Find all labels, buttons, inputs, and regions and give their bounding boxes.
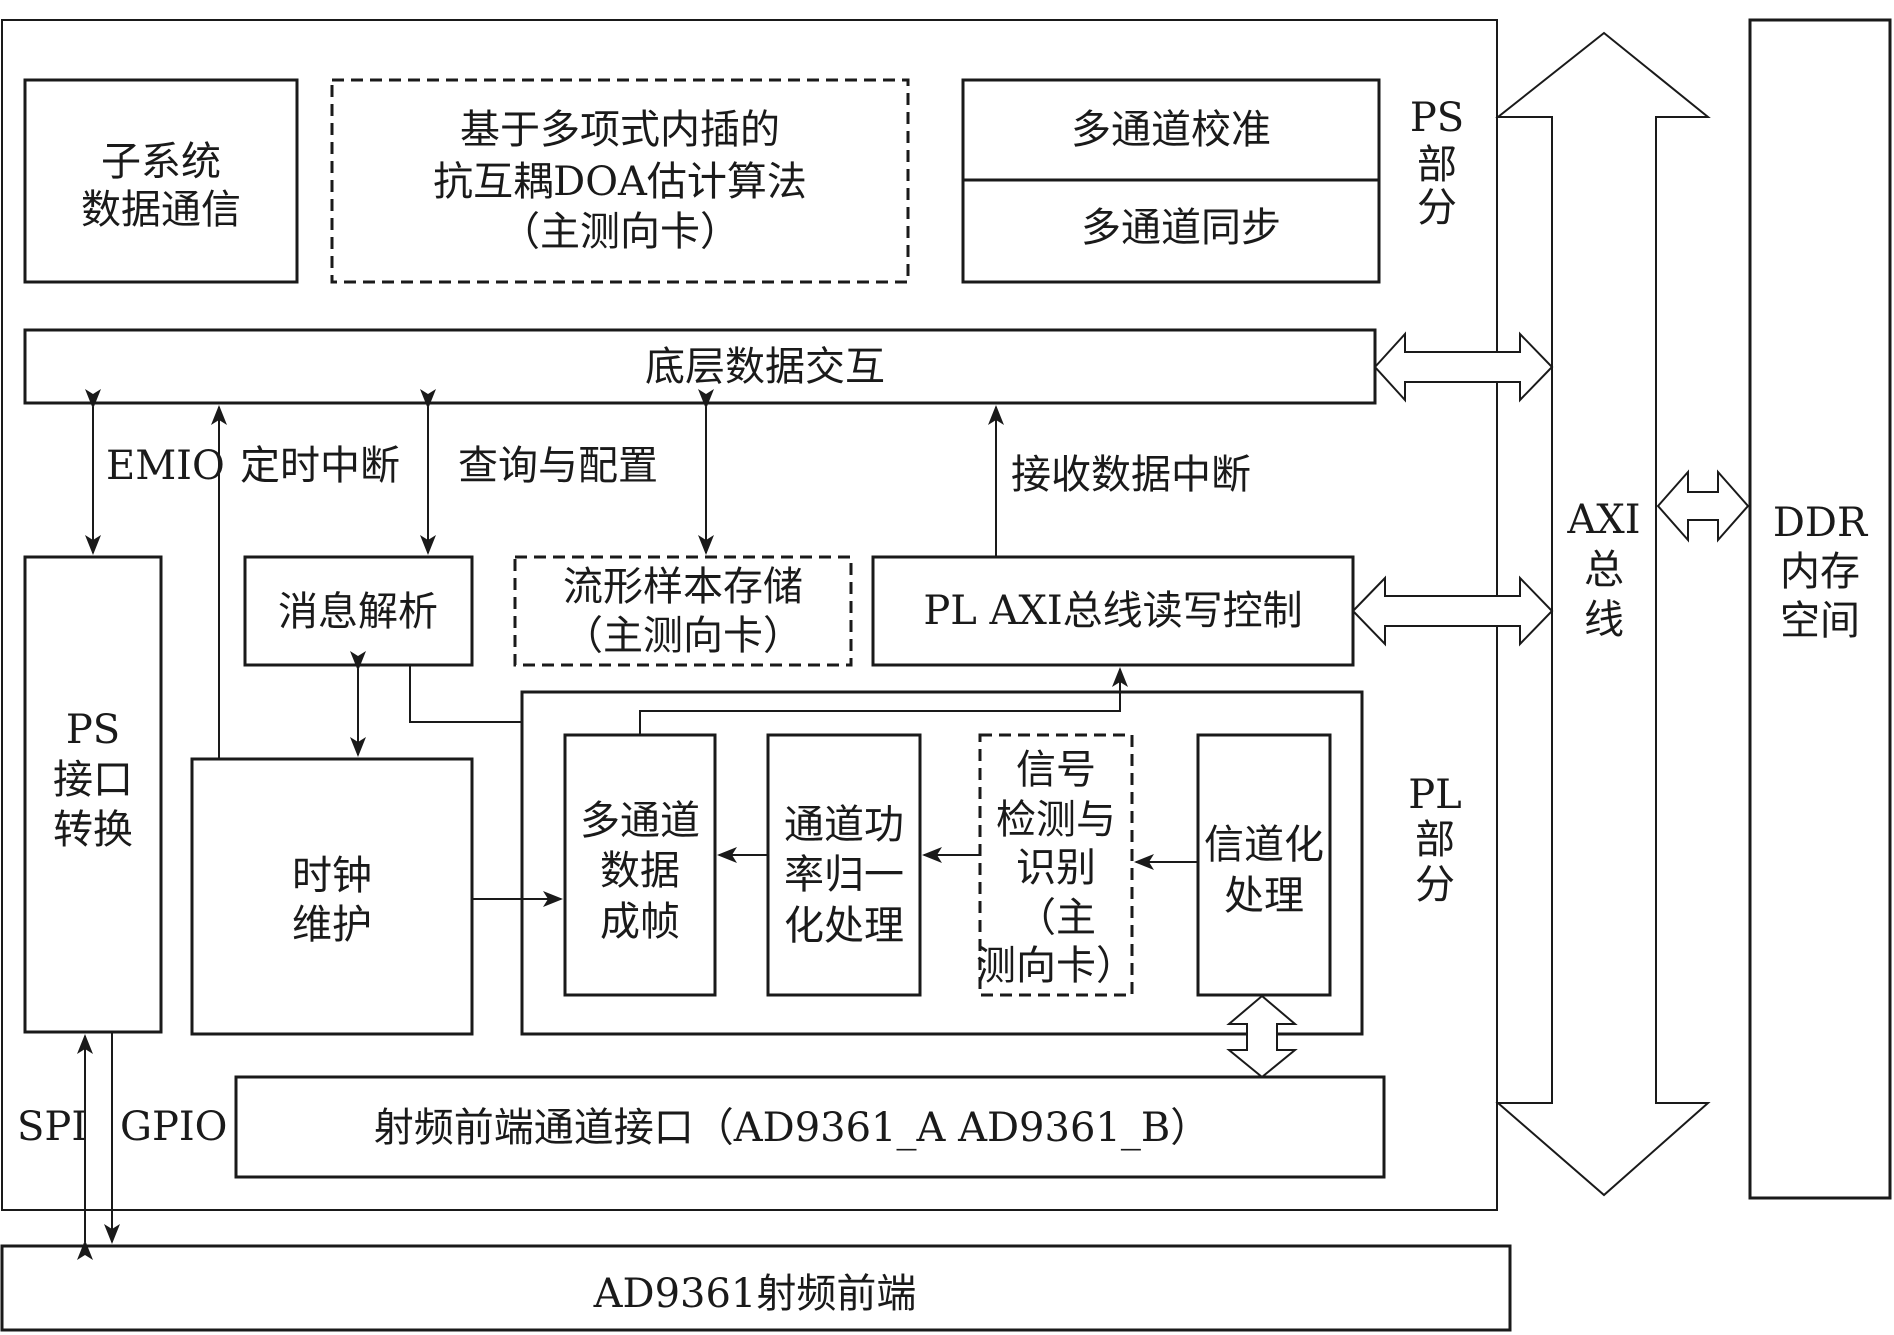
svg-text:部: 部 [1415, 817, 1455, 863]
gpio-label: GPIO [120, 1104, 227, 1150]
bus-to-ddr-arrow [1656, 469, 1750, 543]
bus-to-interaction-arrow [1373, 331, 1554, 403]
svg-text:接口: 接口 [53, 757, 133, 803]
receive-interrupt-label: 接收数据中断 [1011, 452, 1251, 498]
calibration-sync-box: 多通道校准 多通道同步 [961, 78, 1381, 284]
message-parse-box: 消息解析 [243, 555, 474, 667]
svg-text:PL: PL [1408, 772, 1461, 818]
subsystem-comm-box: 子系统 数据通信 [23, 78, 299, 284]
channelize-box: 信道化 处理 [1196, 733, 1332, 997]
ddr-memory-box: DDR 内存 空间 [1748, 18, 1892, 1200]
svg-text:AD9361射频前端: AD9361射频前端 [593, 1271, 917, 1317]
spi-label: SPI [17, 1104, 87, 1150]
multichannel-calibration: 多通道校准 [1071, 107, 1271, 153]
ps-section-label: PS 部 分 [1410, 95, 1464, 231]
signal-detect-box: 信号 检测与 识别 （主 测向卡） [976, 733, 1136, 997]
svg-text:PL AXI总线读写控制: PL AXI总线读写控制 [923, 588, 1302, 634]
bottom-data-interaction-bar: 底层数据交互 [23, 328, 1377, 405]
frame-assembly-box: 多通道 数据 成帧 [563, 733, 717, 997]
svg-text:（主: （主 [1016, 895, 1096, 941]
ps-interface-box: PS 接口 转换 [23, 555, 163, 1034]
svg-text:射频前端通道接口（AD9361_A AD9361_B）: 射频前端通道接口（AD9361_A AD9361_B） [374, 1105, 1211, 1151]
svg-text:流形样本存储: 流形样本存储 [563, 564, 803, 610]
axi-bus-label: AXI 总 线 [1566, 497, 1640, 643]
svg-text:总: 总 [1584, 547, 1624, 593]
doa-algorithm-line-2: 抗互耦DOA估计算法 [433, 159, 807, 205]
multichannel-sync: 多通道同步 [1081, 205, 1281, 251]
rf-interface-box: 射频前端通道接口（AD9361_A AD9361_B） [234, 1075, 1386, 1179]
parse-to-container-line [409, 665, 522, 723]
svg-text:数据: 数据 [600, 848, 680, 894]
svg-text:识别: 识别 [1016, 845, 1096, 891]
svg-text:分: 分 [1415, 862, 1455, 908]
channelize-to-rf-arrow [1226, 994, 1298, 1079]
svg-text:时钟: 时钟 [292, 853, 372, 899]
doa-algorithm-line-1: 基于多项式内插的 [460, 107, 780, 153]
svg-text:DDR: DDR [1773, 500, 1869, 546]
svg-text:成帧: 成帧 [600, 899, 680, 945]
bus-to-axi-control-arrow [1351, 575, 1554, 647]
ad9361-frontend-box: AD9361射频前端 [0, 1244, 1512, 1332]
frame-to-axi-control-arrow [639, 667, 1128, 735]
svg-text:PS: PS [1410, 95, 1464, 141]
svg-text:维护: 维护 [292, 902, 372, 948]
svg-text:化处理: 化处理 [784, 903, 904, 949]
svg-text:（主测向卡）: （主测向卡） [563, 613, 803, 659]
doa-algorithm-box: 基于多项式内插的 抗互耦DOA估计算法 （主测向卡） [330, 78, 910, 284]
svg-text:底层数据交互: 底层数据交互 [645, 344, 885, 390]
svg-text:PS: PS [66, 707, 120, 753]
svg-text:线: 线 [1584, 597, 1624, 643]
svg-text:信道化: 信道化 [1204, 822, 1324, 868]
svg-text:AXI: AXI [1566, 497, 1640, 543]
subsystem-comm-line-1: 子系统 [101, 139, 221, 185]
clock-maintain-box: 时钟 维护 [190, 757, 474, 1036]
svg-text:测向卡）: 测向卡） [976, 943, 1136, 989]
query-config-label: 查询与配置 [458, 443, 658, 489]
svg-text:空间: 空间 [1780, 598, 1860, 644]
doa-algorithm-line-3: （主测向卡） [500, 209, 740, 255]
subsystem-comm-line-2: 数据通信 [81, 187, 241, 233]
svg-text:分: 分 [1417, 185, 1457, 231]
svg-text:内存: 内存 [1780, 549, 1860, 595]
pl-section-label: PL 部 分 [1408, 772, 1461, 908]
manifold-storage-box: 流形样本存储 （主测向卡） [513, 555, 853, 667]
svg-text:信号: 信号 [1016, 747, 1096, 793]
axi-bus-arrow [1495, 31, 1711, 1197]
svg-text:部: 部 [1417, 142, 1457, 188]
svg-text:检测与: 检测与 [996, 797, 1116, 843]
svg-text:通道功: 通道功 [784, 802, 904, 848]
power-normalize-box: 通道功 率归一 化处理 [766, 733, 922, 997]
svg-text:消息解析: 消息解析 [278, 589, 438, 635]
timer-interrupt-label: 定时中断 [240, 443, 400, 489]
pl-axi-control-box: PL AXI总线读写控制 [871, 555, 1355, 667]
svg-text:处理: 处理 [1224, 873, 1304, 919]
svg-text:转换: 转换 [53, 807, 133, 853]
emio-label: EMIO [106, 443, 225, 489]
svg-text:率归一: 率归一 [784, 852, 904, 898]
svg-text:多通道: 多通道 [580, 798, 700, 844]
